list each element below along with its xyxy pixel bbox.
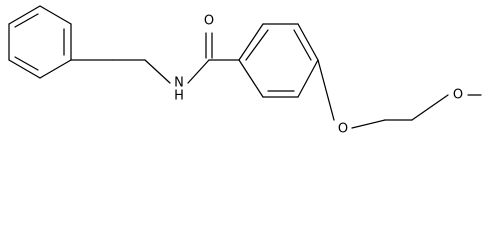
- methoxy-oxygen-label: O: [453, 88, 463, 103]
- amide-oxygen-label: O: [204, 14, 214, 29]
- methoxyethoxy-chain: [317, 59, 482, 129]
- ethyl-linker: [70, 59, 171, 84]
- carbonyl-double-bond: [205, 32, 213, 59]
- phenyl-ring: [8, 5, 72, 79]
- ether-oxygen-label: O: [338, 122, 348, 137]
- amide-nitrogen-label: N: [174, 76, 184, 91]
- amide-n-c-bond: [187, 59, 210, 84]
- amide-hydrogen-label: H: [174, 89, 184, 104]
- benzene-ring: [238, 23, 319, 98]
- chemical-structure-diagram: O N H O O: [8, 5, 482, 137]
